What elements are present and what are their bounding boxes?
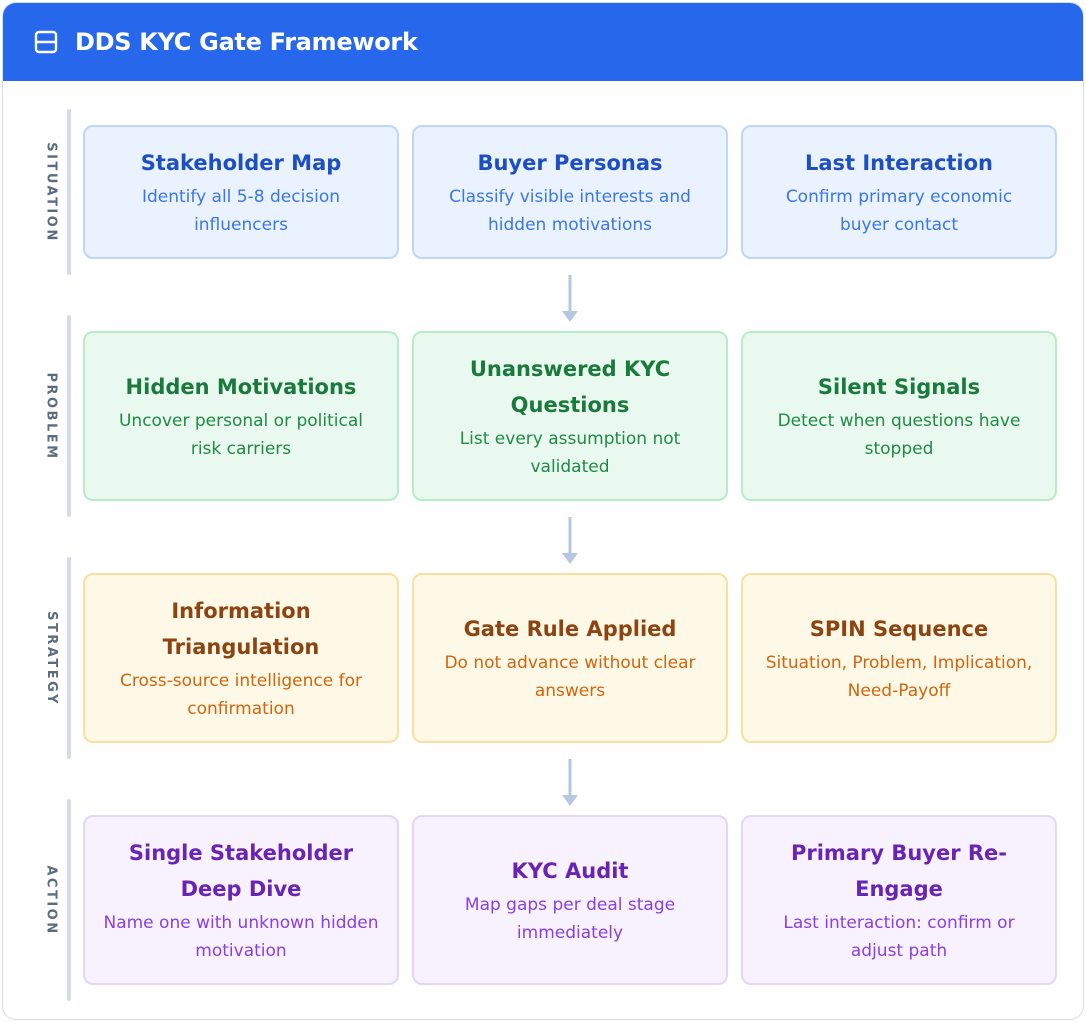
card-title: Gate Rule Applied [463,617,677,641]
row-label-problem: PROBLEM [43,371,59,461]
card-description: Identify all 5-8 decision influencers [141,187,341,235]
row-label-strategy: STRATEGY [43,610,59,706]
card-stakeholder-map: Stakeholder Map Identify all 5-8 decisio… [83,125,399,259]
row-divider [67,557,71,759]
card-single-stakeholder-deep-dive: Single Stakeholder Deep Dive Name one wi… [83,815,399,985]
card-title: Silent Signals [817,375,981,399]
card-title: KYC Audit [511,859,629,883]
card-title: Stakeholder Map [140,151,342,175]
card-description: Uncover personal or political risk carri… [118,411,363,459]
card-description: Situation, Problem, Implication, Need-Pa… [765,653,1033,701]
card-description: Detect when questions have stopped [777,411,1021,459]
card-title: Single Stakeholder Deep Dive [128,841,354,901]
panel-icon [34,30,58,54]
card-title: Unanswered KYC Questions [469,357,671,417]
arrow-down-icon [562,275,578,322]
card-title: Information Triangulation [162,599,320,659]
row-label-situation: SITUATION [43,141,59,243]
row-divider [67,315,71,517]
row-divider [67,109,71,275]
card-title: SPIN Sequence [809,617,989,641]
card-description: Cross-source intelligence for confirmati… [120,671,362,719]
arrow-down-icon [562,759,578,806]
card-unanswered-kyc-questions: Unanswered KYC Questions List every assu… [412,331,728,501]
card-title: Hidden Motivations [125,375,357,399]
card-hidden-motivations: Hidden Motivations Uncover personal or p… [83,331,399,501]
header-bar: DDS KYC Gate Framework [3,3,1083,81]
card-spin-sequence: SPIN Sequence Situation, Problem, Implic… [741,573,1057,743]
row-label-action: ACTION [43,864,59,936]
card-title: Last Interaction [804,151,994,175]
card-description: Do not advance without clear answers [444,653,696,701]
row-divider [67,799,71,1001]
card-last-interaction: Last Interaction Confirm primary economi… [741,125,1057,259]
card-information-triangulation: Information Triangulation Cross-source i… [83,573,399,743]
card-gate-rule-applied: Gate Rule Applied Do not advance without… [412,573,728,743]
card-description: Confirm primary economic buyer contact [785,187,1013,235]
arrow-down-icon [562,517,578,564]
card-description: Last interaction: confirm or adjust path [783,913,1015,961]
card-title: Primary Buyer Re-Engage [790,841,1008,901]
card-silent-signals: Silent Signals Detect when questions hav… [741,331,1057,501]
card-title: Buyer Personas [477,151,663,175]
card-buyer-personas: Buyer Personas Classify visible interest… [412,125,728,259]
card-description: Name one with unknown hidden motivation [103,913,379,961]
card-primary-buyer-re-engage: Primary Buyer Re-Engage Last interaction… [741,815,1057,985]
card-description: List every assumption not validated [459,429,681,477]
card-description: Map gaps per deal stage immediately [464,895,676,943]
card-description: Classify visible interests and hidden mo… [449,187,691,235]
page-title: DDS KYC Gate Framework [75,28,418,56]
card-kyc-audit: KYC Audit Map gaps per deal stage immedi… [412,815,728,985]
